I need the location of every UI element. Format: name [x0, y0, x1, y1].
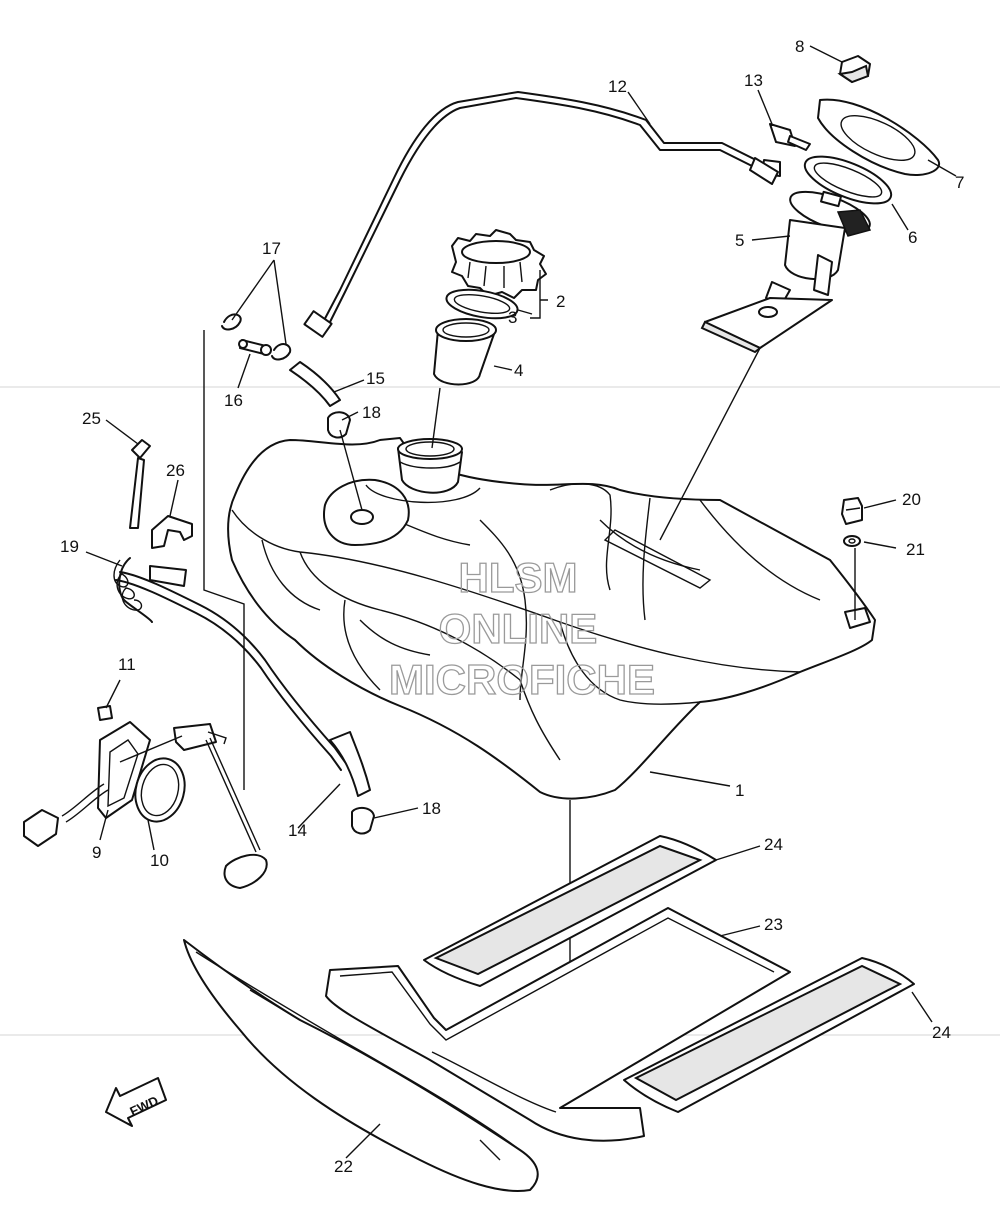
return-hose-part [329, 731, 371, 797]
callout-12: 12 [608, 77, 627, 96]
callout-24-top: 24 [764, 835, 783, 854]
breather-hose-part [289, 361, 341, 407]
cap-gasket-part [445, 288, 519, 320]
callout-26: 26 [166, 461, 185, 480]
callout-5: 5 [735, 231, 744, 250]
callout-2: 2 [556, 292, 565, 311]
side-cover-part [183, 939, 539, 1192]
callout-24-bottom: 24 [932, 1023, 951, 1042]
watermark-line-3: MICROFICHE [389, 656, 655, 703]
alignment-guides [203, 330, 856, 1030]
hose-clip-part [221, 313, 292, 361]
rubber-pad-part [623, 957, 915, 1113]
callout-11: 11 [118, 655, 136, 674]
watermark: HLSM ONLINE MICROFICHE [388, 553, 655, 703]
callout-21: 21 [906, 540, 925, 559]
callout-22: 22 [334, 1157, 353, 1176]
callout-4: 4 [514, 361, 523, 380]
part-number-labels: 8 13 12 7 6 5 2 3 4 17 16 15 18 25 26 19… [60, 37, 964, 1176]
callout-1: 1 [735, 781, 744, 800]
callout-3: 3 [508, 308, 517, 327]
forward-direction-arrow: FWD [105, 1077, 167, 1127]
leader-lines [85, 45, 957, 1159]
callout-8: 8 [795, 37, 804, 56]
callout-15: 15 [366, 369, 385, 388]
fuel-sender-part [23, 721, 268, 889]
callout-6: 6 [908, 228, 917, 247]
callout-20: 20 [902, 490, 921, 509]
hose-holder-part [151, 515, 193, 549]
callout-16: 16 [224, 391, 243, 410]
cable-tie-part [129, 439, 151, 529]
callout-25: 25 [82, 409, 101, 428]
callout-17: 17 [262, 239, 281, 258]
filler-neck-part [433, 318, 497, 386]
callout-9: 9 [92, 843, 101, 862]
sender-gasket-part [134, 757, 186, 823]
callout-7: 7 [955, 173, 964, 192]
callout-23: 23 [764, 915, 783, 934]
callout-10: 10 [150, 851, 169, 870]
callout-18-top: 18 [362, 403, 381, 422]
callout-18-bottom: 18 [422, 799, 441, 818]
drain-bolt-part [841, 497, 863, 525]
cap-nut-part [837, 55, 871, 84]
callout-13: 13 [744, 71, 763, 90]
sender-bolt-part [97, 705, 113, 721]
callout-19: 19 [60, 537, 79, 556]
tank-cover-part [325, 907, 791, 1142]
drain-hose-part [113, 557, 346, 771]
fuel-cap-part [451, 229, 547, 299]
watermark-line-2: ONLINE [439, 605, 598, 652]
fuel-hose-part [303, 91, 779, 338]
retaining-plate-part [817, 98, 941, 176]
fuel-pump-part [700, 190, 872, 354]
callout-14: 14 [288, 821, 307, 840]
hose-fitting-part [238, 339, 272, 356]
watermark-line-1: HLSM [459, 554, 578, 601]
fuel-tank [227, 437, 876, 800]
washer-part [843, 535, 861, 547]
